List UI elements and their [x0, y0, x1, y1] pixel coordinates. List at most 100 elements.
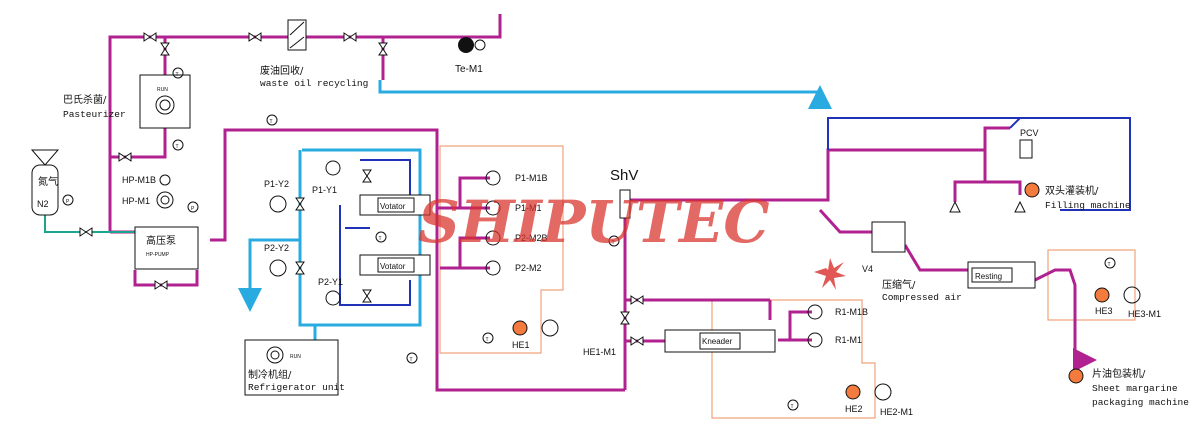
hp-cn-label: 高压泵	[146, 234, 176, 247]
p1-m1b-label: P1-M1B	[515, 173, 548, 183]
nitrogen-bottle-top	[30, 149, 60, 166]
svg-text:T: T	[1108, 262, 1111, 268]
votator-group-boundary	[439, 145, 564, 354]
p2-y2-motor	[269, 259, 287, 277]
kneader-label: Kneader	[702, 337, 733, 346]
sheet-cn-label: 片油包装机/	[1092, 367, 1146, 380]
kneader-r1-top	[778, 310, 812, 342]
svg-text:P: P	[191, 206, 195, 212]
p2-m2-motor	[485, 260, 501, 276]
he2-heater	[845, 384, 861, 400]
he1-pump-icon	[541, 319, 559, 337]
svg-text:P: P	[66, 199, 70, 205]
p2-y1-label: P2-Y1	[318, 277, 343, 287]
p2-y1-motor	[325, 290, 341, 306]
votator-1-label: Votator	[380, 202, 406, 211]
waste-return-line	[378, 80, 832, 109]
refrig-en-label: Refrigerator unit	[248, 382, 345, 393]
votator2-out	[440, 236, 490, 270]
svg-text:T: T	[379, 236, 382, 242]
r1-m1b-motor	[807, 304, 823, 320]
votator-2-label: Votator	[380, 262, 406, 271]
he1-heater	[512, 320, 528, 336]
p2-y2-label: P2-Y2	[264, 243, 289, 253]
hp-m1-motor	[156, 191, 174, 209]
pasteurizer-box	[139, 74, 191, 129]
nitrogen-line	[44, 215, 135, 233]
p1-m1-motor	[485, 200, 501, 216]
pasteurizer-run-indicator	[155, 95, 175, 115]
p2-m2b-motor	[485, 230, 501, 246]
te-m1-pump-icon	[458, 37, 474, 53]
he3-label: HE3	[1095, 306, 1113, 316]
refrig-line-1	[360, 159, 411, 195]
pasteurizer-run-label: RUN	[157, 87, 168, 93]
nitrogen-cn-label: 氮气	[38, 175, 58, 188]
p1-y1-label: P1-Y1	[312, 185, 337, 195]
waste-en-label: waste oil recycling	[260, 78, 368, 89]
hp-en-label: HP-PUMP	[146, 252, 170, 258]
svg-text:T: T	[410, 357, 413, 363]
sheet-out	[1034, 268, 1097, 372]
watermark-star-icon	[814, 258, 846, 290]
pcv-to-return	[1009, 117, 1021, 129]
coolant-to-refrig	[238, 238, 300, 312]
p2-m2-label: P2-M2	[515, 263, 542, 273]
he2-pump-icon	[874, 383, 892, 401]
refrig-run-label: RUN	[290, 354, 301, 360]
r1-m1b-label: R1-M1B	[835, 307, 868, 317]
sheet-en2-label: packaging machine	[1092, 397, 1189, 408]
pasteurizer-outlet	[110, 128, 167, 159]
shv-valve	[619, 189, 631, 219]
instrument-tags: T T T P P T T T T T T	[62, 67, 1116, 411]
pcv-valve	[1019, 139, 1033, 159]
svg-text:T: T	[176, 72, 179, 78]
filling-nozzle-1	[949, 200, 961, 213]
p1-y2-label: P1-Y2	[264, 179, 289, 189]
coolant-loop	[298, 148, 422, 327]
hp-m1-label: HP-M1	[122, 196, 150, 206]
pasteurizer-cn-label: 巴氏杀菌/	[63, 93, 107, 106]
filling-header	[628, 148, 985, 202]
r1-m1-label: R1-M1	[835, 335, 862, 345]
p1-m1b-motor	[485, 170, 501, 186]
p2-m2b-label: P2-M2B	[515, 233, 548, 243]
compressed-en-label: Compressed air	[882, 292, 962, 303]
he2-label: HE2	[845, 404, 863, 414]
te-m1-label: Te-M1	[455, 64, 483, 75]
svg-text:T: T	[176, 144, 179, 150]
p1-m1-label: P1-M1	[515, 203, 542, 213]
filling-branch-r	[983, 150, 1022, 195]
he2-m1-label: HE2-M1	[880, 407, 913, 417]
he3-heater	[1094, 287, 1110, 303]
resting-feed	[903, 244, 968, 272]
svg-text:T: T	[612, 240, 615, 246]
resting-group-boundary	[1047, 249, 1136, 321]
hp-pump-box	[134, 226, 199, 270]
hp-m1b-label: HP-M1B	[122, 175, 156, 185]
refrig-cn-label: 制冷机组/	[248, 368, 292, 381]
filling-nozzle-2	[1014, 200, 1026, 213]
he1-m1-label: HE1-M1	[583, 347, 616, 357]
refrigerator-unit	[244, 339, 339, 396]
pcv-label: PCV	[1020, 128, 1039, 138]
p1-y1-motor	[325, 160, 341, 176]
waste-cn-label: 废油回收/	[260, 64, 304, 77]
v4-valve	[871, 221, 906, 253]
nitrogen-bottle	[31, 164, 59, 216]
filling-return-line	[827, 117, 1131, 211]
svg-text:T: T	[486, 337, 489, 343]
pasteurizer-en-label: Pasteurizer	[63, 109, 126, 120]
p1-y2-motor	[269, 195, 287, 213]
refrig-line-2	[339, 205, 411, 306]
sheet-en1-label: Sheet margarine	[1092, 383, 1178, 394]
n2-label: N2	[37, 199, 49, 209]
v4-label: V4	[862, 264, 873, 274]
shv-label: ShV	[610, 167, 638, 184]
he1-label: HE1	[512, 340, 530, 350]
resting-label: Resting	[975, 272, 1002, 281]
votator1-out	[437, 176, 490, 210]
filling-cn-label: 双头灌装机/	[1045, 184, 1099, 197]
he3-m1-label: HE3-M1	[1128, 309, 1161, 319]
